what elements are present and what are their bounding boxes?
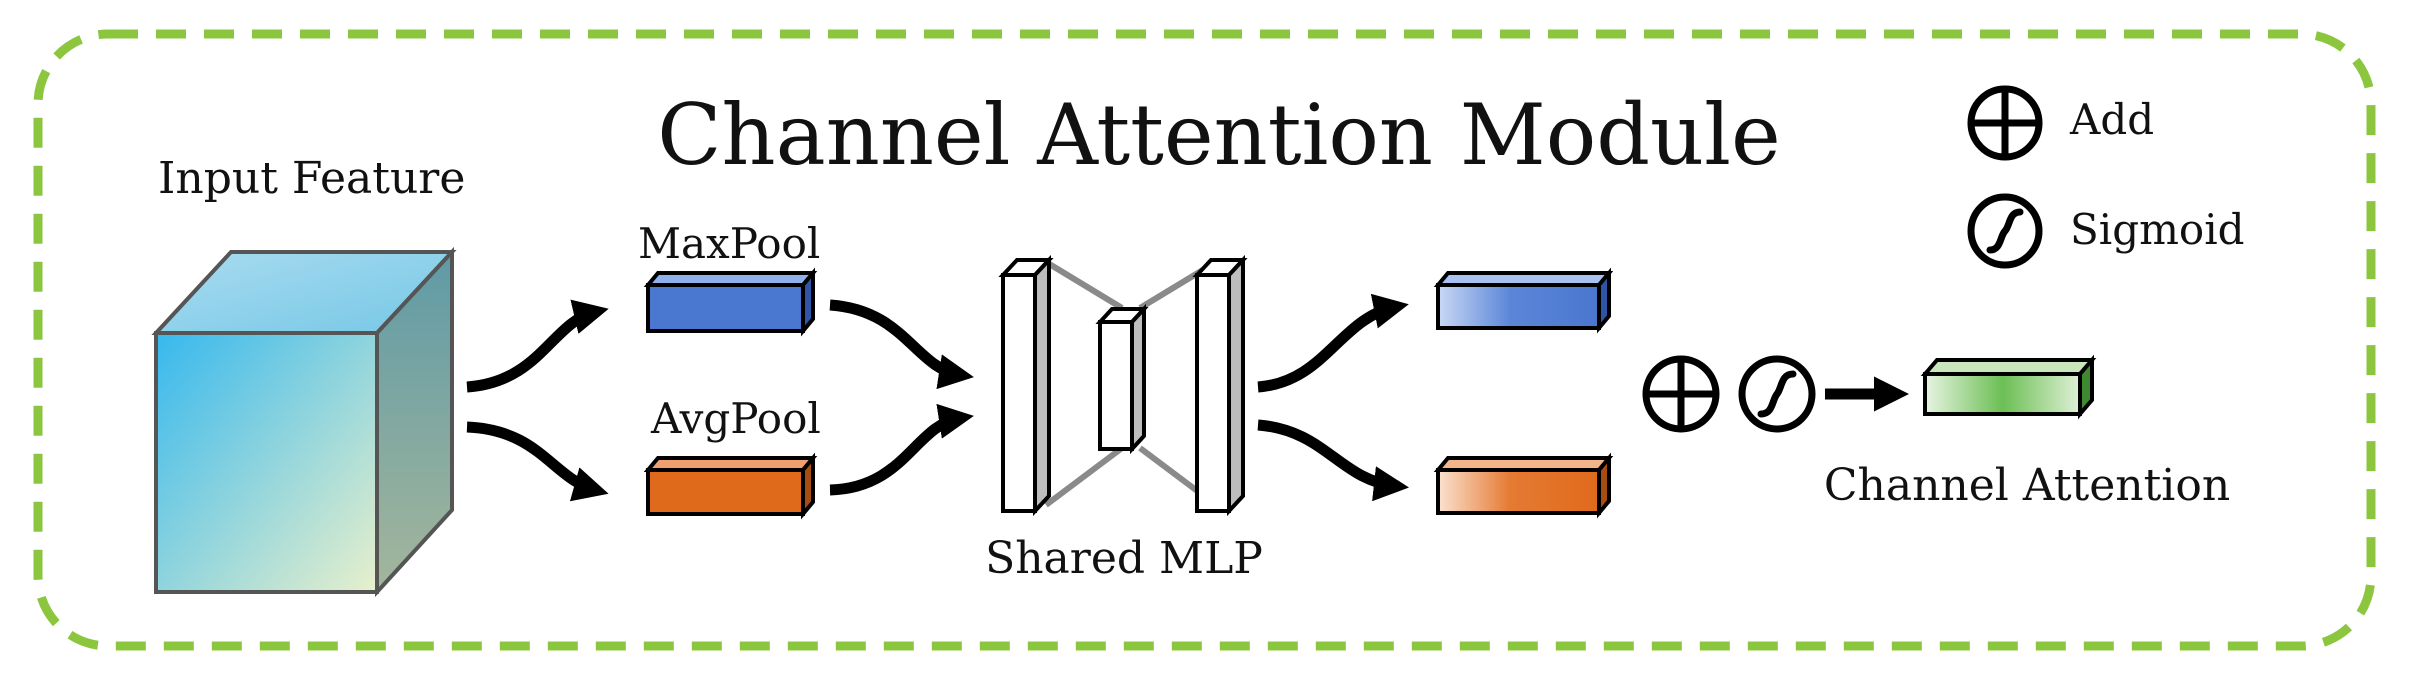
arrow-to-maxpool [466,299,609,393]
shared-mlp-label: Shared MLP [985,533,1263,584]
maxpool-vector [643,267,818,337]
avgpool-label: AvgPool [650,394,821,443]
mlp-avg-output-vector [1433,452,1614,519]
shared-mlp [998,254,1248,517]
arrow-maxpool-to-mlp [829,299,974,390]
sigmoid-icon [1967,193,2043,269]
avgpool-vector [643,452,818,520]
add-operator-icon [1642,355,1720,433]
legend-sigmoid-label: Sigmoid [2070,205,2245,254]
input-feature-label: Input Feature [158,153,465,204]
channel-attention-label: Channel Attention [1824,460,2230,511]
legend-add-label: Add [2069,95,2154,144]
arrow-mlp-to-avg-output [1257,419,1409,502]
mlp-max-output-vector [1433,267,1614,334]
arrow-avgpool-to-mlp [829,403,974,496]
legend: Add Sigmoid [1967,85,2245,269]
input-feature-cube [151,246,457,598]
maxpool-label: MaxPool [638,219,820,268]
diagram-title: Channel Attention Module [657,86,1780,184]
arrow-to-avgpool [466,421,609,502]
sigmoid-operator-icon [1738,355,1816,433]
add-icon [1967,85,2043,161]
arrow-mlp-to-max-output [1257,293,1409,393]
channel-attention-vector [1920,354,2097,420]
